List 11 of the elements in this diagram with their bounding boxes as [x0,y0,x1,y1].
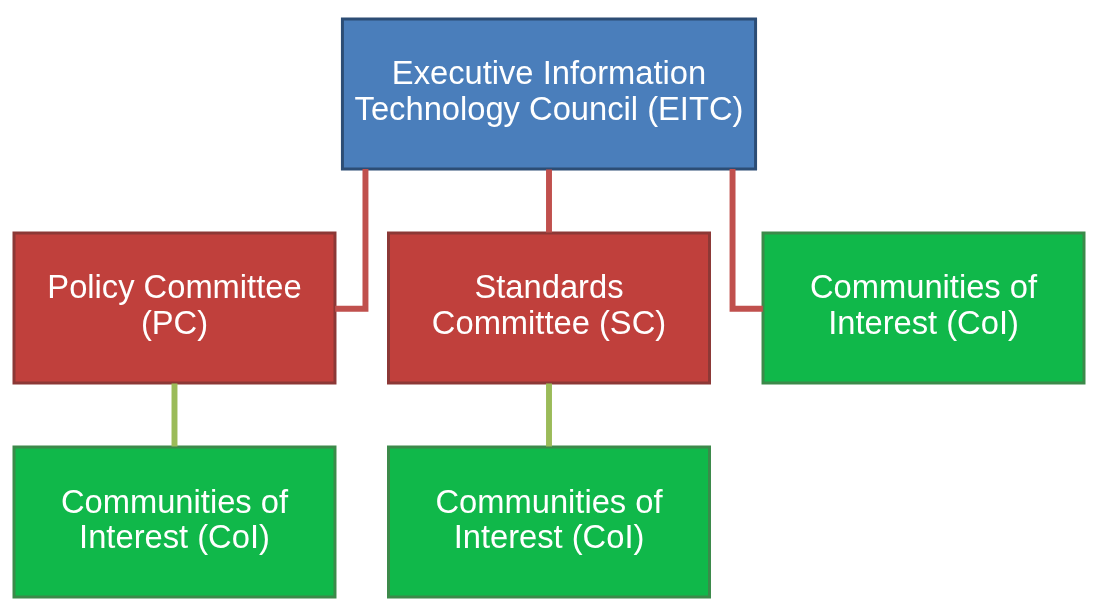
connector [546,382,552,446]
node-box: Standards Committee (SC) [387,230,711,385]
node-box: Communities of Interest (CoI) [761,230,1086,385]
node-box: Communities of Interest (CoI) [12,444,337,599]
connector [546,168,552,232]
connector [171,382,178,446]
connector [729,168,763,312]
connector [335,168,369,312]
node-box: Communities of Interest (CoI) [387,444,711,599]
node-box: Executive Information Technology Council (EITC) [340,16,758,171]
node-box: Policy Committee (PC) [12,230,337,385]
